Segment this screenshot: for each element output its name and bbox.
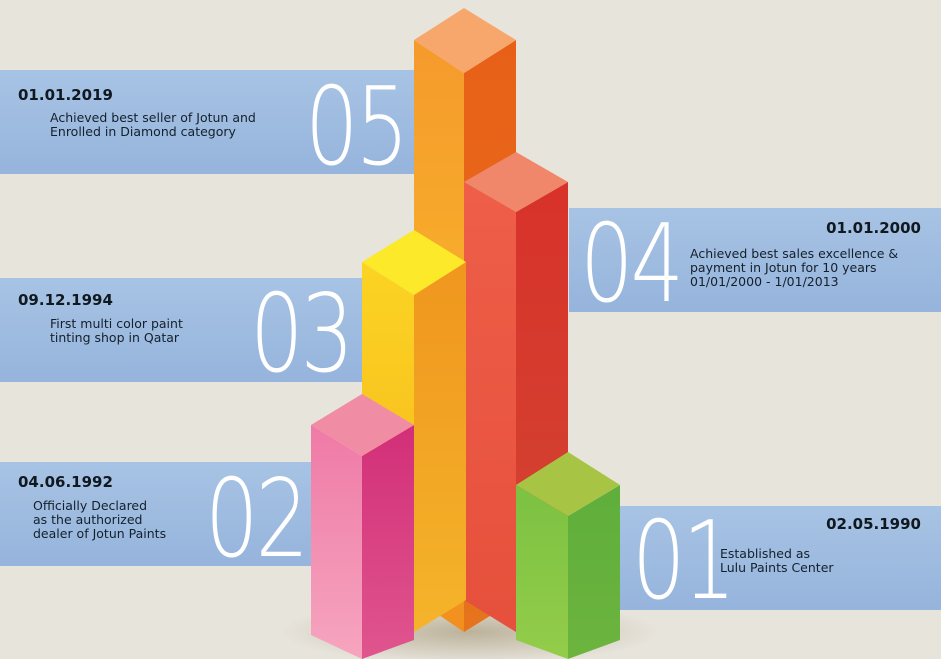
milestone-04-date: 01.01.2000 — [826, 219, 921, 237]
milestone-03-number: 03 — [250, 272, 354, 397]
milestone-04-desc-line: Achieved best sales excellence & — [690, 246, 899, 261]
milestone-02-desc-line: Officially Declared — [33, 498, 148, 513]
milestone-02-number: 02 — [205, 457, 309, 582]
milestone-04-desc-line: payment in Jotun for 10 years — [690, 260, 877, 275]
milestone-01-band — [619, 506, 941, 610]
milestone-01-description: Established as Lulu Paints Center — [720, 547, 834, 575]
milestone-04-desc-line: 01/01/2000 - 1/01/2013 — [690, 274, 839, 289]
milestone-05-desc-line: Enrolled in Diamond category — [50, 124, 236, 139]
milestone-03-desc-line: First multi color paint — [50, 316, 183, 331]
milestone-03-description: First multi color paint tinting shop in … — [50, 317, 183, 345]
milestone-04-description: Achieved best sales excellence & payment… — [690, 247, 898, 289]
milestone-02-date: 04.06.1992 — [18, 473, 113, 491]
milestone-02-description: Officially Declared as the authorized de… — [33, 499, 166, 541]
bar-02-pink — [311, 394, 414, 659]
milestone-01-desc-line: Lulu Paints Center — [720, 560, 834, 575]
milestone-01-number: 01 — [632, 499, 736, 624]
milestone-05-number: 05 — [305, 65, 409, 190]
bar-01-green — [516, 452, 620, 659]
milestone-03-band — [0, 278, 365, 382]
milestone-04-number: 04 — [580, 202, 684, 327]
milestone-05-description: Achieved best seller of Jotun and Enroll… — [50, 111, 256, 139]
milestone-02-band — [0, 462, 315, 566]
milestone-05-date: 01.01.2019 — [18, 86, 113, 104]
milestone-05-band — [0, 70, 420, 174]
milestone-03-date: 09.12.1994 — [18, 291, 113, 309]
milestone-04-band — [569, 208, 941, 312]
milestone-02-desc-line: as the authorized — [33, 512, 143, 527]
milestone-01-date: 02.05.1990 — [826, 515, 921, 533]
milestone-05-desc-line: Achieved best seller of Jotun and — [50, 110, 256, 125]
milestone-01-desc-line: Established as — [720, 546, 811, 561]
milestone-03-desc-line: tinting shop in Qatar — [50, 330, 180, 345]
milestone-02-desc-line: dealer of Jotun Paints — [33, 526, 167, 541]
